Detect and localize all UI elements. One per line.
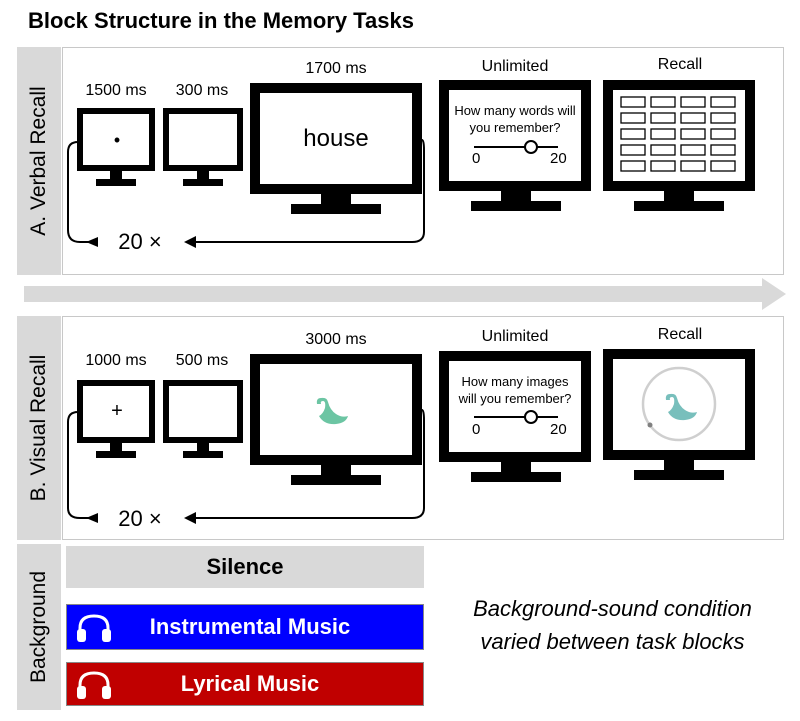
figure-title: Block Structure in the Memory Tasks [28, 8, 414, 33]
progression-arrow [24, 278, 786, 310]
slider-max-a: 20 [550, 150, 567, 167]
timing-b-3: 3000 ms [305, 331, 367, 348]
loop-arrow-b [67, 409, 425, 524]
recall-wheel [641, 366, 717, 442]
jol-question-b: How many images will you remember? [458, 374, 572, 406]
condition-lyrical: Lyrical Music [66, 662, 424, 706]
monitor-judgment-b [439, 351, 591, 462]
recall-grid [620, 96, 736, 172]
stimulus-word: house [303, 125, 369, 152]
timing-b-1: 1000 ms [85, 352, 147, 369]
swan-recall-icon [665, 393, 697, 421]
timing-a-1: 1500 ms [85, 82, 147, 99]
slider-min-b: 0 [472, 421, 481, 438]
loop-count-a: 20 × [118, 229, 162, 254]
monitor-blank-b [163, 380, 243, 443]
section-b-label-text: B. Visual Recall [27, 354, 50, 502]
background-label-text: Background [27, 570, 50, 684]
background-note: Background-sound condition varied betwee… [440, 592, 785, 658]
condition-silence: Silence [66, 546, 424, 588]
fixation-cross: + [111, 400, 123, 422]
fixation-dot: • [113, 130, 121, 150]
slider-min-a: 0 [472, 150, 481, 167]
section-a-label-text: A. Verbal Recall [27, 86, 50, 236]
headphones-icon [75, 612, 113, 650]
monitor-judgment-a [439, 80, 591, 191]
jol-slider-knob-b[interactable] [524, 410, 538, 424]
timing-b-5: Recall [657, 326, 703, 343]
section-a-label: A. Verbal Recall [17, 47, 61, 275]
jol-slider-knob-a[interactable] [524, 140, 538, 154]
timing-a-5: Recall [657, 56, 703, 73]
condition-instrumental-label: Instrumental Music [149, 614, 351, 639]
monitor-word-a [250, 83, 422, 194]
jol-slider-b[interactable] [474, 416, 558, 418]
jol-slider-a[interactable] [474, 146, 558, 148]
monitor-blank-a [163, 108, 243, 171]
background-note-line-1: Background-sound condition [473, 596, 752, 621]
slider-max-b: 20 [550, 421, 567, 438]
swan-icon [316, 397, 348, 425]
jol-question-a: How many words will you remember? [454, 103, 576, 135]
timing-a-2: 300 ms [175, 82, 229, 99]
loop-count-b: 20 × [118, 506, 162, 531]
timing-a-3: 1700 ms [305, 60, 367, 77]
timing-b-2: 500 ms [175, 352, 229, 369]
condition-lyrical-label: Lyrical Music [180, 671, 320, 696]
condition-instrumental: Instrumental Music [66, 604, 424, 650]
loop-arrow-a [67, 139, 425, 248]
timing-b-4: Unlimited [481, 328, 549, 345]
headphones-icon [75, 669, 113, 707]
monitor-fixation-b [77, 380, 155, 443]
condition-silence-label: Silence [206, 554, 284, 579]
background-label: Background [17, 544, 61, 710]
section-b-label: B. Visual Recall [17, 316, 61, 540]
timing-a-4: Unlimited [481, 58, 549, 75]
background-note-line-2: varied between task blocks [480, 629, 745, 654]
monitor-image-b [250, 354, 422, 465]
monitor-fixation-a [77, 108, 155, 171]
